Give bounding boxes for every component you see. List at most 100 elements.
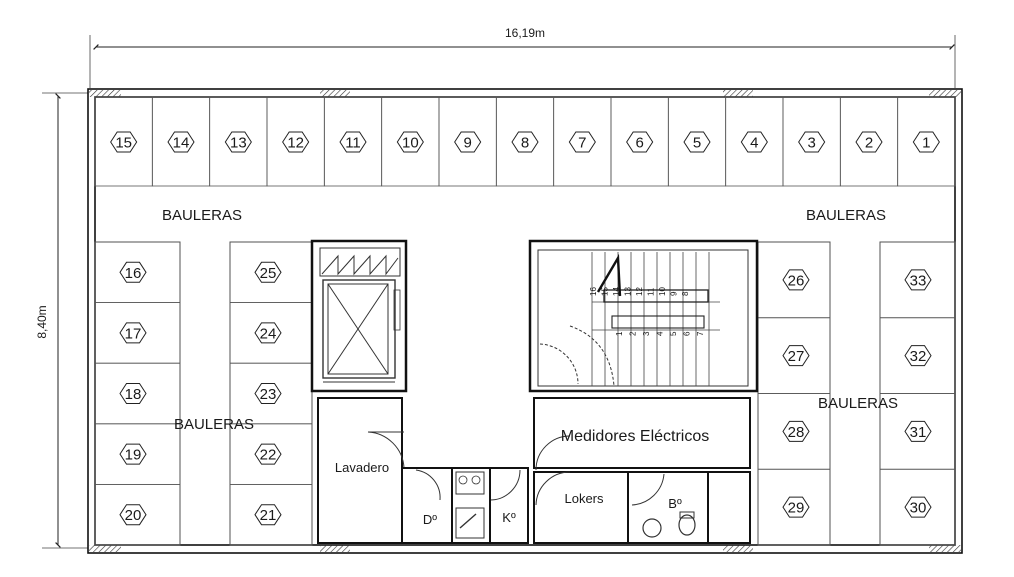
stair-step-number: 2 — [629, 331, 638, 336]
storage-hex-icon — [683, 131, 711, 153]
storage-unit-number: 25 — [260, 265, 277, 282]
room-label-lavadero: Lavadero — [335, 460, 389, 475]
stair-step-number: 7 — [696, 331, 705, 336]
column-hatch — [89, 90, 121, 97]
storage-unit-number: 4 — [750, 135, 758, 152]
storage-cell[interactable]: 9 — [438, 96, 497, 187]
stair-step-number: 4 — [656, 331, 665, 336]
stair-step-number: 1 — [615, 331, 624, 336]
storage-unit-number: 21 — [260, 507, 277, 524]
storage-cell[interactable]: 29 — [757, 468, 831, 546]
service-block-left — [317, 397, 529, 544]
room-label-medidores: Medidores Eléctricos — [561, 428, 710, 445]
storage-cell[interactable]: 23 — [229, 362, 313, 425]
room-label-lokers: Lokers — [564, 491, 604, 506]
storage-hex-icon — [254, 322, 282, 344]
storage-cell[interactable]: 20 — [94, 483, 181, 546]
storage-unit-number: 26 — [788, 272, 805, 289]
storage-cell[interactable]: 4 — [725, 96, 784, 187]
outer-walls — [87, 88, 963, 554]
column-hatch — [89, 545, 121, 552]
stair-step-number: 9 — [670, 291, 679, 296]
storage-unit-number: 12 — [287, 135, 304, 152]
storage-unit-number: 1 — [922, 135, 930, 152]
storage-cell[interactable]: 33 — [879, 241, 956, 319]
storage-cell[interactable]: 10 — [381, 96, 440, 187]
storage-cell[interactable]: 27 — [757, 317, 831, 394]
storage-unit-number: 19 — [125, 447, 142, 464]
storage-cell[interactable]: 28 — [757, 393, 831, 470]
storage-hex-icon — [254, 443, 282, 465]
storage-hex-icon — [912, 131, 940, 153]
storage-unit-number: 32 — [910, 348, 927, 365]
storage-hex-icon — [119, 261, 147, 283]
storage-cell[interactable]: 3 — [782, 96, 841, 187]
stair-step-number: 15 — [601, 287, 610, 296]
stair-step-number: 16 — [589, 287, 598, 296]
storage-cell[interactable]: 32 — [879, 317, 956, 394]
storage-unit-number: 7 — [578, 135, 586, 152]
storage-hex-icon — [740, 131, 768, 153]
storage-hex-icon — [568, 131, 596, 153]
column-hatch — [320, 545, 350, 552]
stair-step-number: 12 — [635, 287, 644, 296]
storage-hex-icon — [626, 131, 654, 153]
storage-hex-icon — [119, 383, 147, 404]
storage-unit-number: 33 — [910, 272, 927, 289]
stair-step-number: 14 — [612, 287, 621, 296]
storage-unit-number: 9 — [463, 135, 471, 152]
storage-hex-icon — [119, 504, 147, 526]
storage-cell[interactable]: 14 — [151, 96, 211, 187]
width-dimension: 16,19m — [89, 26, 956, 88]
stair-step-number: 8 — [681, 291, 690, 296]
storage-hex-icon — [782, 420, 810, 442]
area-label-middle-left: BAULERAS — [174, 416, 254, 433]
storage-hex-icon — [904, 420, 932, 442]
storage-unit-number: 15 — [115, 135, 132, 152]
washbasin-icon — [642, 518, 662, 538]
room-label-deposito: Dº — [423, 512, 437, 527]
storage-cell[interactable]: 11 — [323, 96, 383, 187]
storage-unit-number: 23 — [260, 386, 277, 403]
storage-cell[interactable]: 12 — [266, 96, 325, 187]
storage-unit-number: 27 — [788, 348, 805, 365]
storage-cell[interactable]: 8 — [495, 96, 555, 187]
storage-cell[interactable]: 5 — [667, 96, 727, 187]
storage-cell[interactable]: 30 — [879, 468, 956, 546]
area-label-middle-right: BAULERAS — [818, 395, 898, 412]
storage-cell[interactable]: 7 — [553, 96, 612, 187]
storage-cell[interactable]: 6 — [610, 96, 669, 187]
storage-cell[interactable]: 18 — [94, 362, 181, 425]
storage-unit-number: 30 — [910, 500, 927, 517]
elevator — [310, 239, 408, 393]
storage-cell[interactable]: 1 — [897, 96, 956, 187]
storage-cell[interactable]: 19 — [94, 423, 181, 485]
storage-cell[interactable]: 15 — [94, 96, 153, 187]
column-hatch — [929, 90, 961, 97]
storage-cell[interactable]: 17 — [94, 302, 181, 364]
storage-cell[interactable]: 26 — [757, 241, 831, 319]
storage-hex-icon — [904, 496, 932, 518]
storage-cell[interactable]: 2 — [839, 96, 899, 187]
storage-cell[interactable]: 21 — [229, 483, 313, 546]
storage-unit-number: 31 — [910, 424, 927, 441]
storage-hex-icon — [254, 383, 282, 404]
room-label-bano: Bº — [668, 496, 682, 511]
storage-cell[interactable]: 24 — [229, 302, 313, 364]
storage-hex-icon — [254, 261, 282, 283]
storage-unit-number: 2 — [865, 135, 873, 152]
left-inner-storage: 25 24 23 22 21 — [229, 241, 313, 546]
storage-unit-number: 22 — [260, 447, 277, 464]
storage-cell[interactable]: 13 — [209, 96, 268, 187]
storage-unit-number: 16 — [125, 265, 142, 282]
storage-cell[interactable]: 25 — [229, 241, 313, 303]
storage-hex-icon — [254, 504, 282, 526]
storage-cell[interactable]: 16 — [94, 241, 181, 303]
stair-step-number: 13 — [624, 287, 633, 296]
